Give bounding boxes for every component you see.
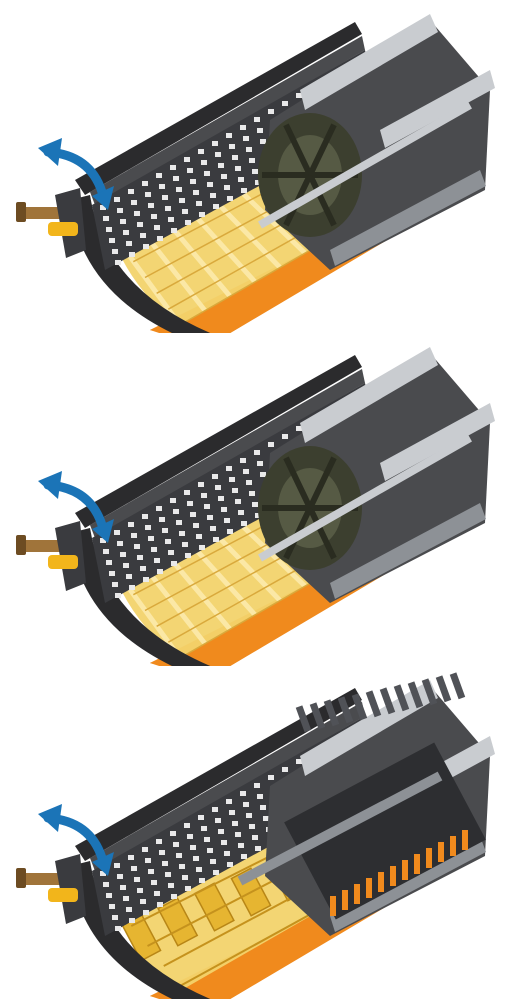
concave-illustration	[16, 347, 495, 666]
top-rail	[75, 688, 362, 861]
rasp-tooth	[323, 699, 340, 727]
rotor-shaft	[237, 771, 443, 886]
rasp-tooth	[414, 854, 420, 874]
rotor-shaft	[258, 434, 472, 562]
adjustment-lever	[16, 188, 86, 258]
rasp-tooth	[426, 848, 432, 868]
rasp-tooth	[402, 860, 408, 880]
rasp-tooth	[378, 872, 384, 892]
rasp-tooth	[351, 693, 368, 721]
rasp-tooth	[462, 830, 468, 850]
concave-illustration	[16, 672, 495, 999]
rasp-tooth	[393, 684, 410, 712]
rasp-tooth	[407, 681, 424, 709]
rotor-shaft	[258, 101, 472, 229]
concave-panel-3	[0, 666, 522, 999]
concave-panel-1	[0, 0, 522, 333]
concave-illustration	[16, 14, 495, 333]
concave-panel-2	[0, 333, 522, 666]
rasp-tooth	[379, 687, 396, 715]
rasp-tooth	[438, 842, 444, 862]
rasp-tooth	[295, 705, 312, 733]
rasp-tooth	[421, 678, 438, 706]
rasp-tooth	[337, 696, 354, 724]
curved-double-arrow-icon	[38, 138, 114, 210]
top-rail	[75, 355, 362, 528]
concave-frame-arc	[70, 528, 211, 666]
top-rail	[75, 22, 362, 195]
rasp-tooth	[449, 672, 466, 700]
rasp-tooth	[342, 890, 348, 910]
rasp-tooth	[450, 836, 456, 856]
rasp-tooth	[365, 690, 382, 718]
rasp-tooth	[354, 884, 360, 904]
rasp-tooth	[309, 702, 326, 730]
rotor-assembly	[258, 347, 495, 603]
rasp-tooth	[366, 878, 372, 898]
rasp-tooth	[390, 866, 396, 886]
rasp-tooth	[330, 896, 336, 916]
curved-double-arrow-icon	[38, 804, 114, 876]
adjustment-lever	[16, 521, 86, 591]
rotor-assembly	[258, 14, 495, 270]
curved-double-arrow-icon	[38, 471, 114, 543]
adjustment-lever	[16, 854, 86, 924]
concave-frame-arc	[70, 195, 211, 333]
rotor-assembly	[237, 672, 495, 936]
concave-frame-arc	[70, 861, 211, 999]
rasp-tooth	[435, 675, 452, 703]
